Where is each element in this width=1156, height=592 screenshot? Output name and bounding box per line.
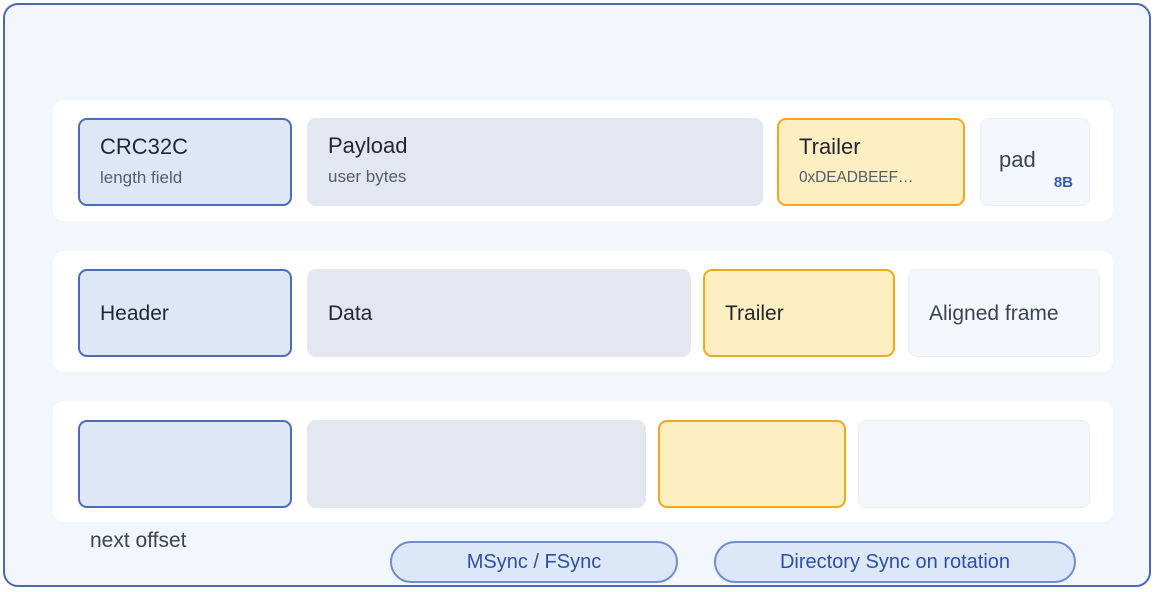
segment-next-trailer[interactable]	[658, 420, 846, 508]
pill-msync-fsync-label: MSync / FSync	[466, 550, 602, 573]
segment-next-data[interactable]	[307, 420, 646, 508]
segment-trailer-record[interactable]: Trailer 0xDEADBEEF…	[777, 118, 965, 206]
segment-crc32c-subtitle: length field	[100, 168, 183, 187]
segment-header[interactable]: Header	[78, 269, 292, 357]
segment-data[interactable]: Data	[307, 269, 691, 357]
diagram-frame: CRC32C length field Payload user bytes T…	[3, 3, 1151, 587]
segment-pad-title: pad	[999, 147, 1036, 172]
segment-next-header[interactable]	[78, 420, 292, 508]
next-offset-label: next offset	[90, 529, 187, 552]
segment-pad-size-badge: 8B	[1053, 174, 1073, 191]
pill-directory-sync[interactable]: Directory Sync on rotation	[714, 541, 1076, 583]
segment-aligned-frame[interactable]: Aligned frame	[908, 269, 1100, 357]
pill-msync-fsync[interactable]: MSync / FSync	[390, 541, 678, 583]
segment-payload-subtitle: user bytes	[328, 167, 407, 186]
segment-trailer-record-magic: 0xDEADBEEF…	[799, 169, 914, 186]
segment-payload-title: Payload	[328, 133, 408, 158]
segment-pad[interactable]: pad 8B	[980, 118, 1090, 206]
segment-trailer-frame[interactable]: Trailer	[703, 269, 895, 357]
segment-payload[interactable]: Payload user bytes	[307, 118, 763, 206]
segment-next-pad[interactable]	[858, 420, 1090, 508]
segment-data-label: Data	[328, 301, 373, 325]
segment-crc32c[interactable]: CRC32C length field	[78, 118, 292, 206]
pill-directory-sync-label: Directory Sync on rotation	[779, 550, 1011, 573]
segment-aligned-frame-label: Aligned frame	[929, 301, 1059, 325]
segment-header-label: Header	[100, 301, 169, 325]
segment-trailer-frame-label: Trailer	[725, 301, 784, 325]
segment-trailer-record-title: Trailer	[799, 134, 861, 159]
segment-crc32c-title: CRC32C	[100, 134, 189, 159]
